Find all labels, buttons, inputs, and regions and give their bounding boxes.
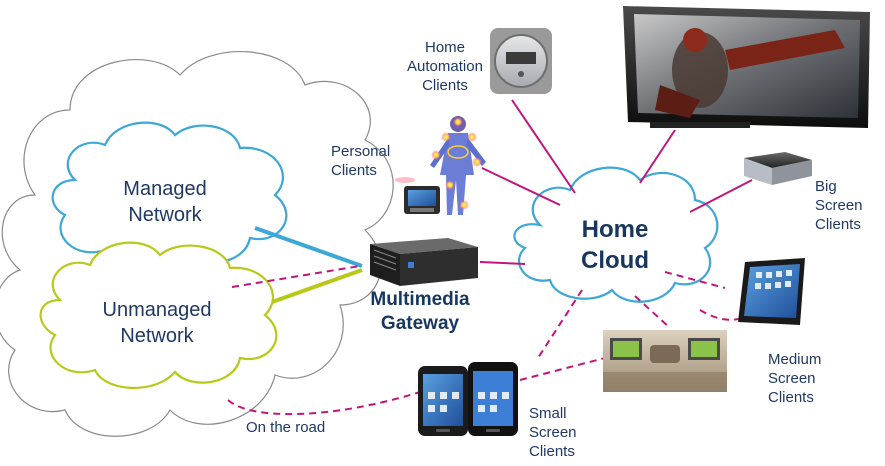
medium-screen-clients-label: Medium Screen Clients xyxy=(768,351,822,406)
personal-device-icon xyxy=(395,177,440,214)
flat-tv-icon xyxy=(623,6,870,128)
home-cloud xyxy=(513,166,719,303)
managed-link xyxy=(254,226,363,268)
tablet-icon xyxy=(738,258,805,325)
gateway-box-icon xyxy=(370,238,478,286)
home-automation-clients-label: Home Automation Clients xyxy=(407,39,483,94)
outer-dashed-link xyxy=(231,265,361,288)
unmanaged-link xyxy=(271,268,363,304)
small-screen-clients-label: Small Screen Clients xyxy=(529,405,577,460)
big-screen-clients-label: Big Screen Clients xyxy=(815,178,863,233)
managed-network-cloud xyxy=(51,121,288,270)
body-sensor-figure-icon xyxy=(430,116,486,215)
home-cloud-label: Home Cloud xyxy=(581,216,649,274)
set-top-box-icon xyxy=(744,152,812,185)
home-cloud-solid-links xyxy=(479,99,753,265)
multimedia-gateway-label: Multimedia Gateway xyxy=(370,289,470,334)
unmanaged-network-cloud xyxy=(39,241,278,390)
personal-clients-label: Personal Clients xyxy=(331,143,391,179)
managed-network-label: Managed Network xyxy=(123,178,207,226)
unmanaged-network-label: Unmanaged Network xyxy=(102,299,212,347)
on-the-road-label: On the road xyxy=(246,419,326,436)
car-headrest-screens-icon xyxy=(603,330,727,392)
smart-meter-icon xyxy=(490,28,552,94)
smartphones-icon xyxy=(418,362,518,436)
